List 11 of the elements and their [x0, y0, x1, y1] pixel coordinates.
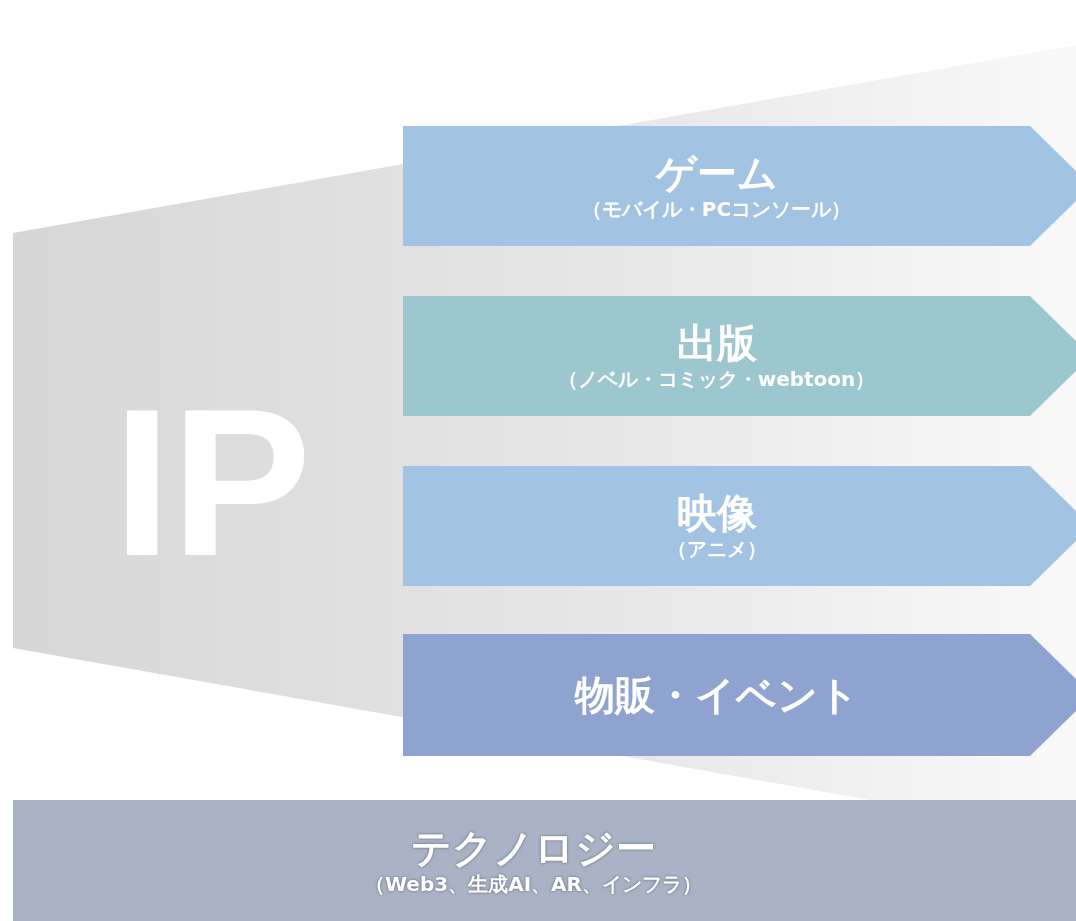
category-subtitle: （モバイル・PCコンソール）	[581, 196, 852, 222]
category-title: テクノロジー	[411, 824, 656, 871]
category-title: 出版	[676, 320, 757, 366]
ip-fan-shape	[13, 45, 1076, 800]
category-subtitle: （ノベル・コミック・webtoon）	[557, 366, 876, 392]
category-subtitle: （Web3、生成AI、AR、インフラ）	[365, 870, 702, 897]
category-title: ゲーム	[655, 150, 778, 196]
technology-bar	[13, 800, 1076, 921]
category-subtitle: （アニメ）	[666, 536, 767, 562]
category-title: 物販・イベント	[574, 672, 859, 718]
category-title: 映像	[676, 490, 757, 536]
